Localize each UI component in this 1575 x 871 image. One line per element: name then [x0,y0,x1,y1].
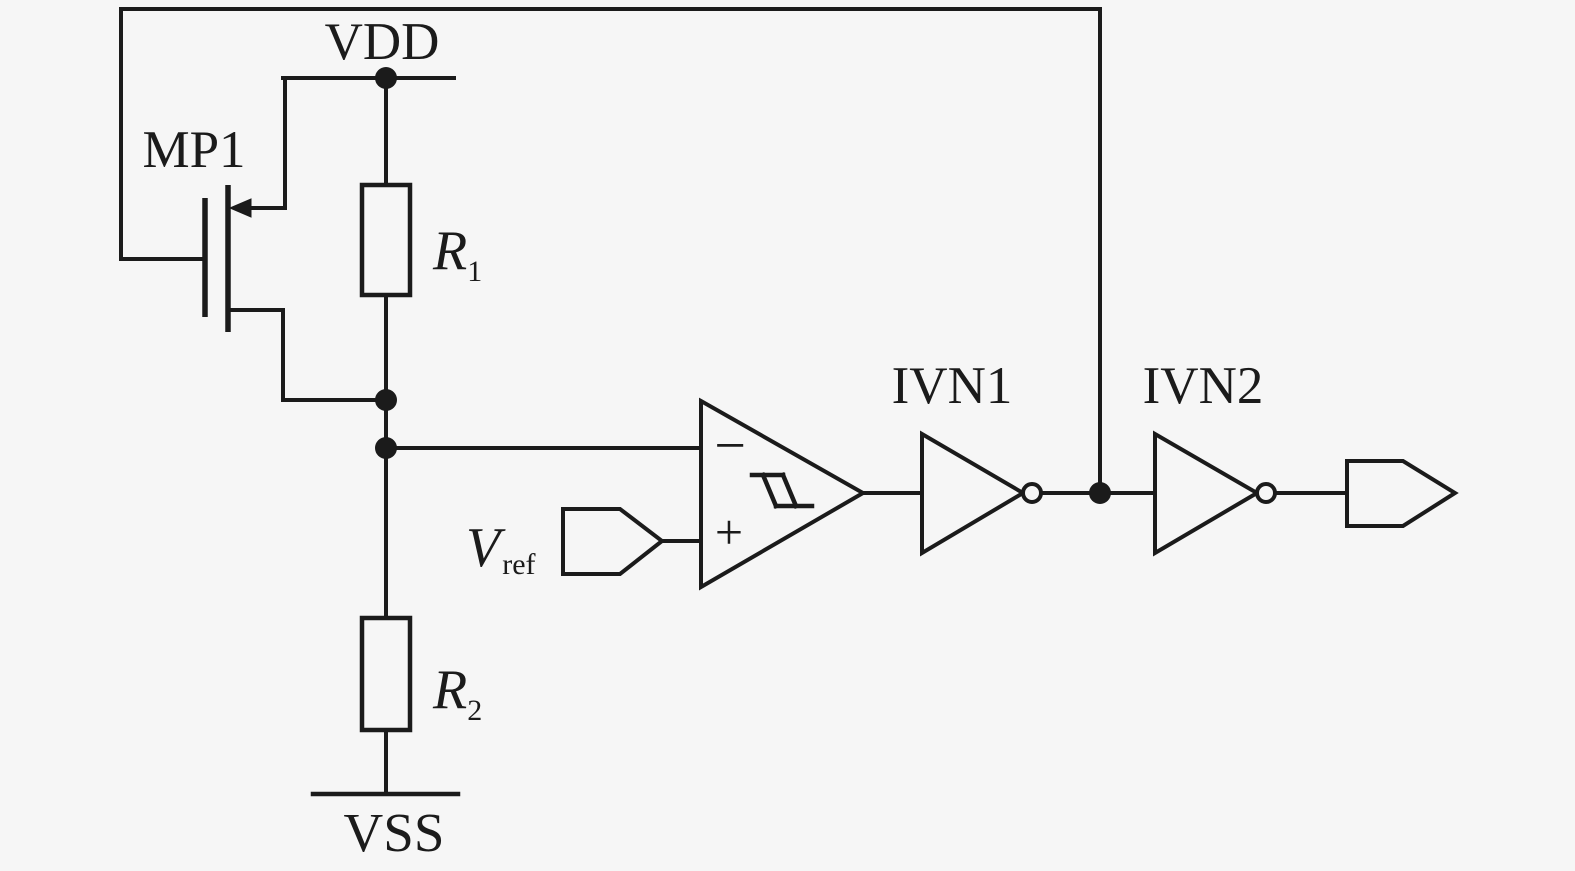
resistor-r2-body [359,615,413,733]
junction-dot-drain [375,389,397,411]
inverter-ivn2 [1153,430,1277,557]
r2-label: R2 [432,659,482,727]
wire-feedback-loop [119,7,1102,495]
ivn1-bubble-icon [1021,482,1043,504]
vdd-label: VDD [325,13,440,71]
r1-label: R1 [432,220,482,288]
r2-label-sub: 2 [467,694,482,727]
mp1-source-arrow-icon [228,198,252,218]
wire-mp1-source [246,76,287,210]
junction-dots [375,67,1111,504]
mp1-label: MP1 [142,121,245,179]
transistor-mp1 [202,185,252,332]
junction-dot-divider-tap [375,437,397,459]
junction-dot-vdd [375,67,397,89]
ivn1-label: IVN1 [892,357,1013,415]
ivn2-body [1153,430,1261,557]
vss-label: VSS [344,802,445,863]
comparator-minus-sign: − [714,415,746,477]
wire-mp1-drain [226,308,388,402]
r2-label-base: R [432,659,467,721]
ivn2-label: IVN2 [1143,357,1264,415]
output-port [1345,459,1459,528]
resistor-r1-body [359,182,413,298]
comparator: − + [699,397,868,591]
vref-input-port [561,507,666,576]
r1-label-base: R [432,220,467,282]
vref-label-base: V [466,517,506,579]
hysteresis-icon [749,472,815,509]
comparator-plus-sign: + [715,504,743,560]
vref-label: Vref [466,517,536,581]
ivn1-body [920,430,1027,557]
inverter-ivn1 [920,430,1043,557]
junction-dot-feedback [1089,482,1111,504]
ivn2-bubble-icon [1255,482,1277,504]
comparator-body [699,397,868,591]
vref-label-sub: ref [502,548,535,581]
r1-label-sub: 1 [467,255,482,288]
